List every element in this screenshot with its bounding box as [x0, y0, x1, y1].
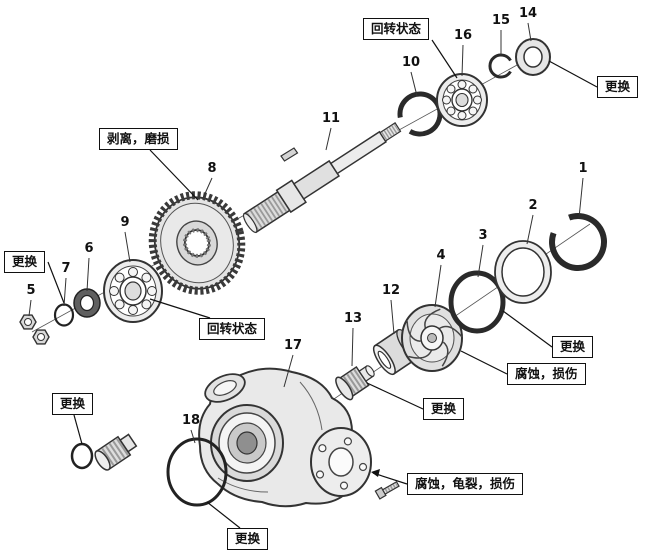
callout-peel-wear: 剥离，磨损: [99, 128, 178, 150]
part-5-nuts: [19, 314, 50, 345]
callout-replace-top-right: 更换: [597, 76, 639, 98]
callout-replace-right: 更换: [552, 336, 594, 358]
part-1-snap-ring: [549, 213, 608, 272]
arrowhead: [371, 469, 380, 477]
part-6-seal-washer: [73, 288, 101, 318]
fitting-o-ring: [70, 442, 94, 470]
part-4-impeller: [401, 304, 463, 372]
shaft-key: [280, 147, 299, 162]
callout-replace-mid: 更换: [423, 398, 465, 420]
part-9-ball-bearing: [103, 259, 163, 323]
callout-replace-left: 更换: [4, 251, 46, 273]
callout-corrosion-damage: 腐蚀，损伤: [507, 363, 586, 385]
part-number-7: 7: [61, 261, 70, 276]
part-8-gear: [148, 191, 246, 295]
part-2-gasket-disc: [494, 240, 552, 304]
callout-replace-bottom: 更换: [227, 528, 269, 550]
part-number-leader-lines: [28, 22, 584, 444]
part-number-5: 5: [26, 283, 35, 298]
part-number-16: 16: [454, 28, 472, 43]
part-number-11: 11: [322, 111, 340, 126]
callout-corrosion-crack-damage: 腐蚀，龟裂，损伤: [407, 473, 524, 495]
housing-inlet-flange: [204, 373, 246, 403]
part-18-o-ring: [166, 437, 228, 507]
part-13-coupling: [335, 365, 375, 401]
part-11-shaft: [242, 122, 402, 234]
part-17-pump-housing: [198, 367, 372, 508]
part-number-9: 9: [120, 215, 129, 230]
callout-replace-bottom-left: 更换: [52, 393, 94, 415]
part-14-collar: [515, 38, 551, 76]
part-15-snap-ring: [488, 53, 512, 79]
part-number-8: 8: [207, 161, 216, 176]
part-number-18: 18: [182, 413, 200, 428]
part-number-1: 1: [578, 161, 587, 176]
part-number-10: 10: [402, 55, 420, 70]
part-number-4: 4: [436, 248, 445, 263]
flange-bolt: [374, 480, 400, 500]
part-number-3: 3: [478, 228, 487, 243]
part-10-snap-ring: [397, 91, 443, 137]
fitting-plug: [94, 433, 138, 471]
part-number-2: 2: [528, 198, 537, 213]
part-16-ball-bearing: [436, 73, 488, 127]
part-number-13: 13: [344, 311, 362, 326]
callout-rotation-state-top: 回转状态: [363, 18, 430, 40]
callout-rotation-state-mid: 回转状态: [199, 318, 266, 340]
part-3-o-ring: [448, 270, 506, 334]
part-number-6: 6: [84, 241, 93, 256]
part-number-14: 14: [519, 6, 537, 21]
callout-connector-lines: [47, 39, 598, 529]
part-7-washer: [53, 303, 75, 327]
part-number-12: 12: [382, 283, 400, 298]
part-number-17: 17: [284, 338, 302, 353]
part-number-labels: 1 2 3 4 5 6 7 8 9 10 11 12 13 14 15 16 1…: [26, 6, 587, 428]
part-number-15: 15: [492, 13, 510, 28]
